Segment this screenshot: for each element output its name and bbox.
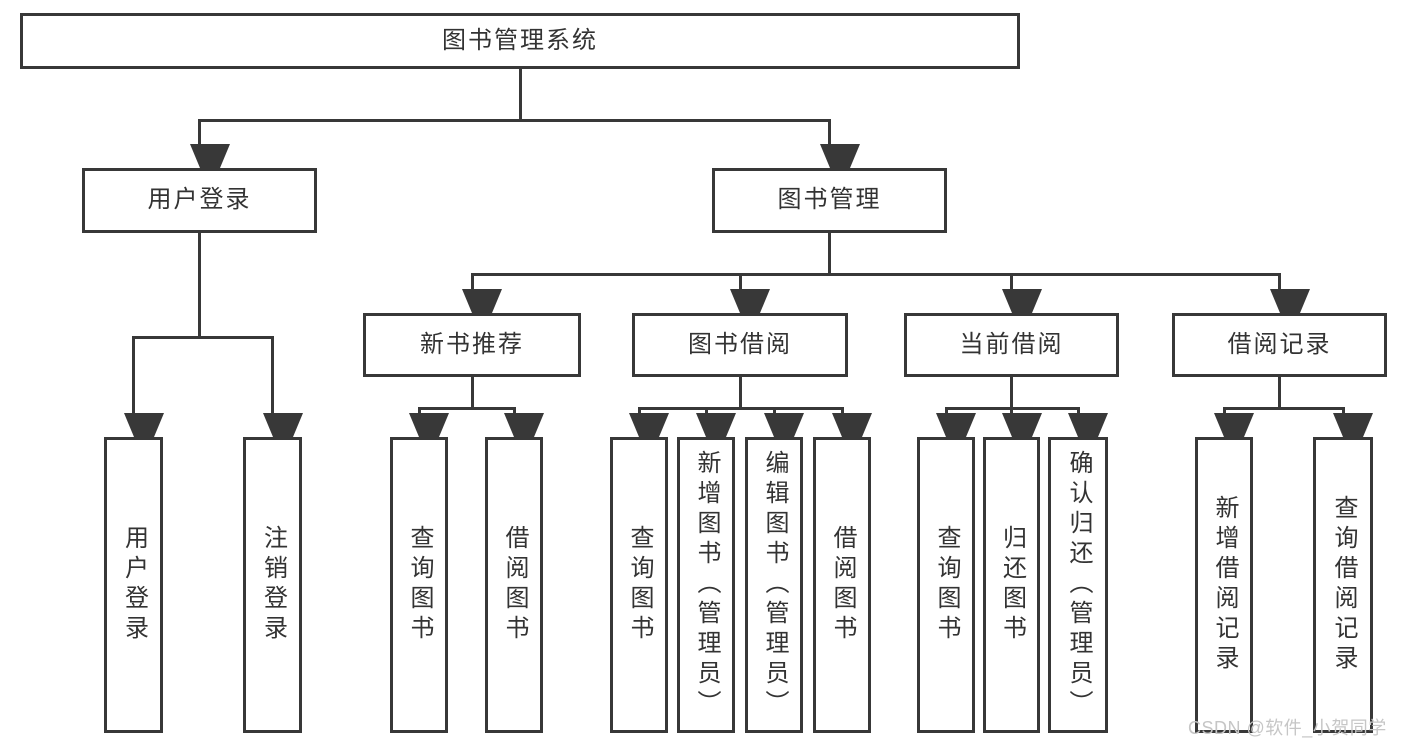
node-query-book-3: 查询图书	[917, 437, 975, 733]
edge-root-user-login-stem	[198, 119, 201, 150]
arrowhead-icon	[1001, 289, 1042, 313]
node-add-book: 新增图书（管理员）	[677, 437, 735, 733]
node-book-mgmt: 图书管理	[712, 168, 947, 233]
arrowhead-icon	[262, 413, 303, 437]
node-confirm-return-label: 确认归还（管理员）	[1065, 450, 1092, 720]
node-borrow-book-2: 借阅图书	[813, 437, 871, 733]
node-current-borrow-label: 当前借阅	[959, 330, 1064, 358]
arrowhead-icon	[764, 413, 804, 437]
arrowhead-icon	[696, 413, 736, 437]
node-login-label: 用户登录	[120, 525, 148, 645]
edge-current-borrow-stem	[1010, 376, 1013, 410]
edge-book-borrow-bus	[637, 407, 844, 410]
edge-book-mgmt-current-borrow-stem	[1010, 273, 1013, 295]
edge-book-mgmt-stem	[828, 232, 831, 276]
node-query-book-3-label: 查询图书	[933, 525, 960, 645]
arrowhead-icon	[1001, 413, 1042, 437]
edge-book-mgmt-borrow-records-stem	[1278, 273, 1281, 295]
node-borrow-records: 借阅记录	[1172, 313, 1387, 377]
arrowhead-icon	[1214, 413, 1254, 437]
node-return-book: 归还图书	[983, 437, 1040, 733]
edge-user-login-login-stem	[132, 336, 135, 419]
node-confirm-return: 确认归还（管理员）	[1048, 437, 1108, 733]
edge-new-book-rec-stem	[470, 376, 474, 410]
arrowhead-icon	[189, 144, 230, 168]
node-book-borrow: 图书借阅	[632, 313, 848, 377]
edge-borrow-records-stem	[1278, 376, 1281, 410]
edge-book-mgmt-new-book-rec-stem	[470, 273, 474, 295]
node-book-mgmt-label: 图书管理	[777, 186, 882, 214]
arrowhead-icon	[819, 144, 860, 168]
edge-book-mgmt-bus	[470, 273, 1281, 276]
node-add-borrow-record: 新增借阅记录	[1195, 437, 1253, 733]
node-borrow-records-label: 借阅记录	[1227, 330, 1332, 358]
edge-user-login-logout-stem	[271, 336, 274, 419]
arrowhead-icon	[1068, 413, 1108, 437]
node-root-label: 图书管理系统	[442, 26, 598, 54]
node-book-borrow-label: 图书借阅	[688, 330, 792, 358]
node-borrow-book-1: 借阅图书	[485, 437, 543, 733]
arrowhead-icon	[462, 289, 502, 313]
arrowhead-icon	[1269, 289, 1310, 313]
node-user-login: 用户登录	[82, 168, 317, 233]
node-borrow-book-2-label: 借阅图书	[829, 525, 856, 645]
arrowhead-icon	[832, 413, 872, 437]
node-edit-book: 编辑图书（管理员）	[745, 437, 803, 733]
arrowhead-icon	[123, 413, 164, 437]
node-root: 图书管理系统	[20, 13, 1020, 69]
node-query-book-2-label: 查询图书	[626, 525, 653, 645]
node-current-borrow: 当前借阅	[904, 313, 1119, 377]
node-add-borrow-record-label: 新增借阅记录	[1211, 495, 1238, 675]
arrowhead-icon	[1333, 413, 1373, 437]
node-query-book-2: 查询图书	[610, 437, 668, 733]
node-edit-book-label: 编辑图书（管理员）	[761, 450, 788, 720]
arrowhead-icon	[730, 289, 770, 313]
node-new-book-rec-label: 新书推荐	[420, 330, 524, 358]
watermark: CSDN @软件_小贺同学	[1188, 718, 1387, 738]
arrowhead-icon	[409, 413, 449, 437]
node-logout-label: 注销登录	[259, 525, 287, 645]
node-query-book-1: 查询图书	[390, 437, 448, 733]
node-login: 用户登录	[104, 437, 163, 733]
edge-user-login-bus	[132, 336, 274, 339]
edge-root-book-mgmt-stem	[828, 119, 831, 150]
node-query-borrow-record: 查询借阅记录	[1313, 437, 1373, 733]
edge-user-login-stem	[198, 232, 201, 339]
edge-book-borrow-stem	[738, 376, 742, 410]
arrowhead-icon	[504, 413, 544, 437]
node-borrow-book-1-label: 借阅图书	[501, 525, 528, 645]
edge-new-book-rec-bus	[417, 407, 516, 410]
node-query-book-1-label: 查询图书	[406, 525, 433, 645]
edge-root-stem	[518, 68, 522, 122]
node-return-book-label: 归还图书	[998, 525, 1026, 645]
edge-book-mgmt-book-borrow-stem	[738, 273, 742, 295]
node-user-login-label: 用户登录	[147, 186, 252, 214]
node-add-book-label: 新增图书（管理员）	[693, 450, 720, 720]
arrowhead-icon	[629, 413, 669, 437]
node-logout: 注销登录	[243, 437, 302, 733]
edge-borrow-records-bus	[1222, 407, 1345, 410]
edge-root-bus	[198, 119, 831, 122]
node-query-borrow-record-label: 查询借阅记录	[1330, 495, 1357, 675]
node-new-book-rec: 新书推荐	[363, 313, 581, 377]
arrowhead-icon	[936, 413, 976, 437]
